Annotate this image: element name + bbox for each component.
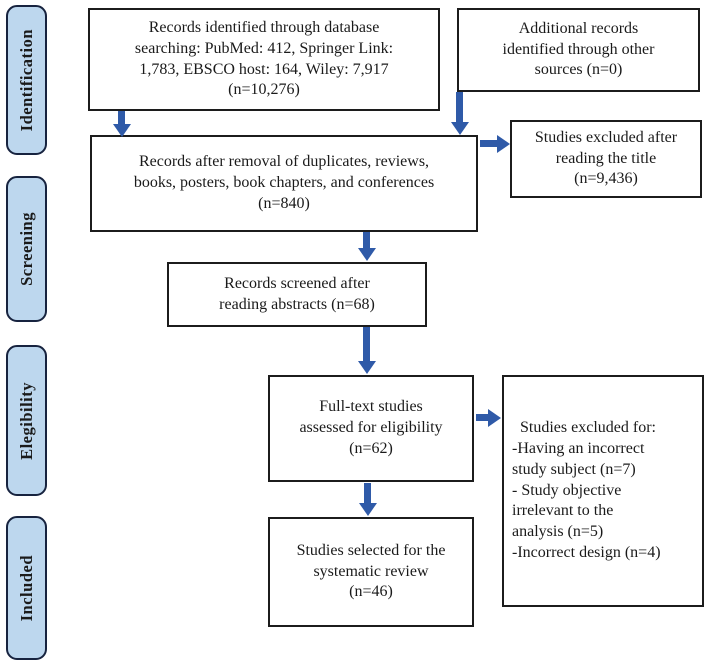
- arrow-shaft: [456, 92, 463, 123]
- arrow-head-down-icon: [358, 361, 376, 374]
- arrow-shaft: [480, 140, 498, 147]
- arrow-shaft: [118, 111, 125, 125]
- arrow-shaft: [364, 483, 371, 504]
- box-excluded-fulltext: Studies excluded for: -Having an incorre…: [502, 375, 704, 607]
- box-records-screened: Records screened after reading abstracts…: [167, 262, 427, 327]
- stage-included: Included: [6, 516, 47, 660]
- stage-included-label: Included: [16, 554, 36, 622]
- box-records-identified: Records identified through database sear…: [88, 8, 440, 111]
- box-records-after-removal: Records after removal of duplicates, rev…: [90, 135, 478, 232]
- arrow-shaft: [363, 232, 370, 249]
- box-studies-selected: Studies selected for the systematic revi…: [268, 517, 474, 627]
- arrow-head-down-icon: [358, 248, 376, 261]
- arrow-head-right-icon: [488, 409, 501, 427]
- box-excluded-after-title: Studies excluded after reading the title…: [510, 120, 702, 198]
- arrow-head-right-icon: [497, 135, 510, 153]
- arrow-head-down-icon: [113, 124, 131, 137]
- arrow-head-down-icon: [359, 503, 377, 516]
- stage-screening-label: Screening: [16, 212, 36, 286]
- stage-elegibility-label: Elegibility: [16, 381, 36, 460]
- box-fulltext-assessed: Full-text studies assessed for eligibili…: [268, 375, 474, 482]
- arrow-head-down-icon: [451, 122, 469, 135]
- box-additional-records: Additional records identified through ot…: [457, 8, 700, 92]
- stage-identification-label: Identification: [16, 28, 36, 132]
- arrow-shaft: [476, 414, 489, 421]
- stage-screening: Screening: [6, 176, 47, 322]
- stage-elegibility: Elegibility: [6, 345, 47, 496]
- arrow-shaft: [363, 327, 370, 362]
- stage-identification: Identification: [6, 5, 47, 155]
